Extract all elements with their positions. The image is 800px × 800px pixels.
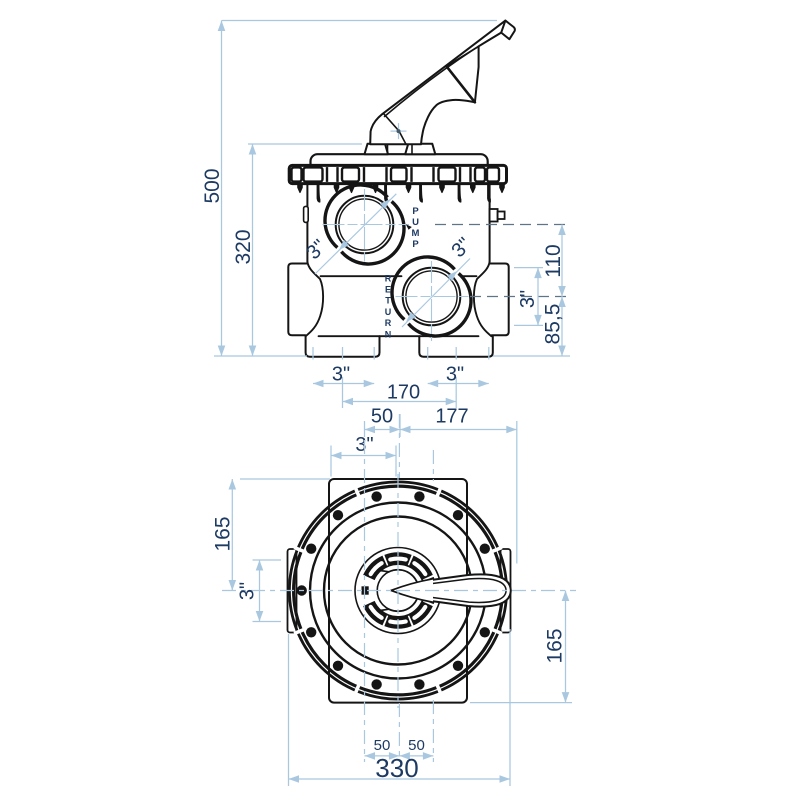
svg-text:M: M: [412, 228, 420, 239]
svg-text:N: N: [385, 329, 392, 339]
svg-text:U: U: [412, 217, 419, 228]
svg-text:3": 3": [446, 364, 464, 386]
svg-text:50: 50: [374, 737, 391, 754]
svg-text:50: 50: [371, 406, 393, 428]
svg-text:110: 110: [542, 244, 565, 277]
svg-text:170: 170: [387, 382, 420, 404]
svg-text:320: 320: [232, 229, 255, 264]
svg-text:P: P: [412, 239, 419, 250]
svg-text:3": 3": [237, 582, 259, 600]
svg-text:500: 500: [201, 168, 224, 203]
svg-text:330: 330: [375, 753, 418, 783]
svg-text:3": 3": [517, 290, 539, 308]
svg-text:3": 3": [332, 364, 350, 386]
svg-text:50: 50: [408, 737, 425, 754]
svg-text:85,5: 85,5: [542, 304, 565, 345]
svg-text:R: R: [385, 318, 392, 328]
svg-text:P: P: [412, 206, 419, 217]
svg-text:R: R: [385, 273, 392, 283]
svg-text:177: 177: [435, 406, 468, 428]
svg-text:E: E: [385, 285, 391, 295]
svg-text:165: 165: [544, 628, 567, 663]
svg-text:T: T: [385, 296, 391, 306]
svg-text:165: 165: [212, 516, 235, 551]
svg-text:U: U: [385, 307, 392, 317]
